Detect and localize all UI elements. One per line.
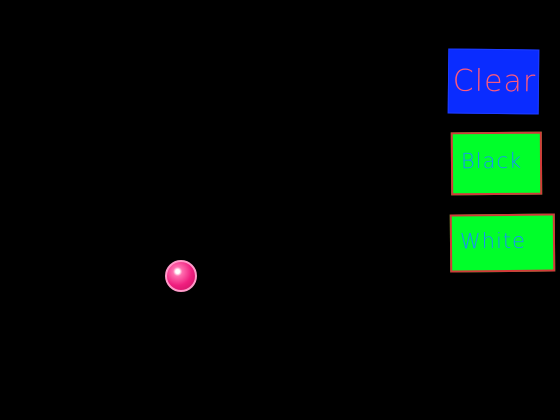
brush-cursor-ball[interactable] [165,260,197,292]
clear-button[interactable]: Clear [447,48,540,115]
white-color-button[interactable]: White [449,213,556,273]
black-color-button[interactable]: Black [450,131,543,196]
